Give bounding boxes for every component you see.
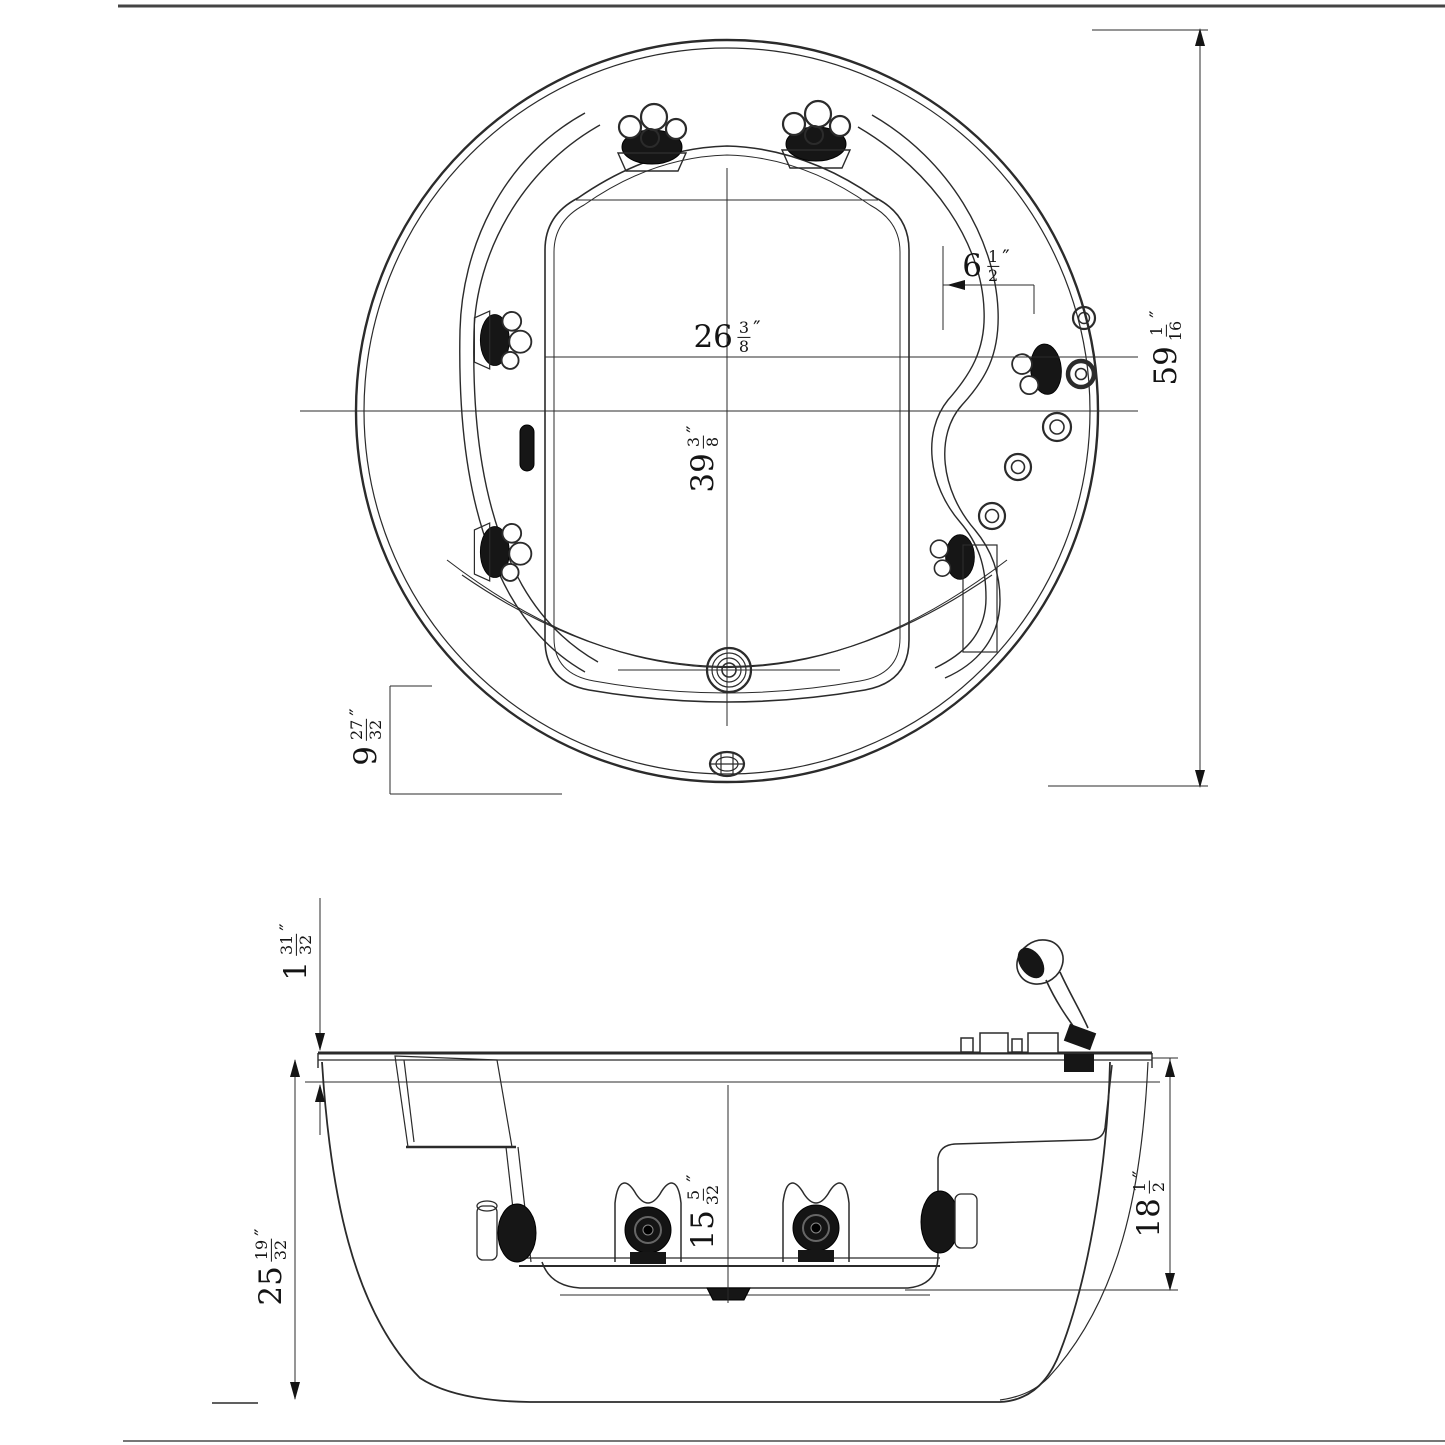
deck-contour-right	[857, 114, 1001, 679]
drain-icon	[618, 646, 840, 694]
jet-cluster-left-upper	[473, 310, 533, 370]
side-jet-left	[519, 424, 535, 472]
dim-lines-top-view	[389, 28, 1208, 795]
center-lines	[300, 168, 1138, 726]
jet-cluster-back-left	[616, 102, 688, 172]
floor-jet-right	[782, 1182, 850, 1262]
faucet-set	[960, 1032, 1059, 1054]
page-border	[118, 4, 1445, 1442]
top-view-drawing	[300, 28, 1208, 795]
side-view-drawing	[212, 898, 1178, 1404]
jet-cluster-right-lower	[929, 534, 975, 580]
wall-jet-right	[920, 1190, 978, 1254]
jet-cluster-left-lower	[473, 522, 533, 582]
deck-rim	[305, 1051, 1160, 1083]
hand-shower-icon	[1016, 939, 1097, 1072]
overflow-grate-icon	[708, 750, 746, 778]
jet-cluster-right	[1011, 343, 1062, 396]
outer-shell	[321, 1061, 1149, 1403]
dim-lines-side-view	[212, 898, 1178, 1404]
interior-steps	[394, 1055, 1113, 1296]
deck-contour-left	[459, 112, 601, 673]
floor-jet-left	[614, 1182, 682, 1264]
control-buttons	[977, 305, 1097, 531]
equipment-box	[962, 544, 998, 653]
bathing-well	[446, 145, 1008, 703]
wall-jet-left	[476, 1200, 537, 1263]
jet-cluster-back-right	[780, 99, 852, 169]
